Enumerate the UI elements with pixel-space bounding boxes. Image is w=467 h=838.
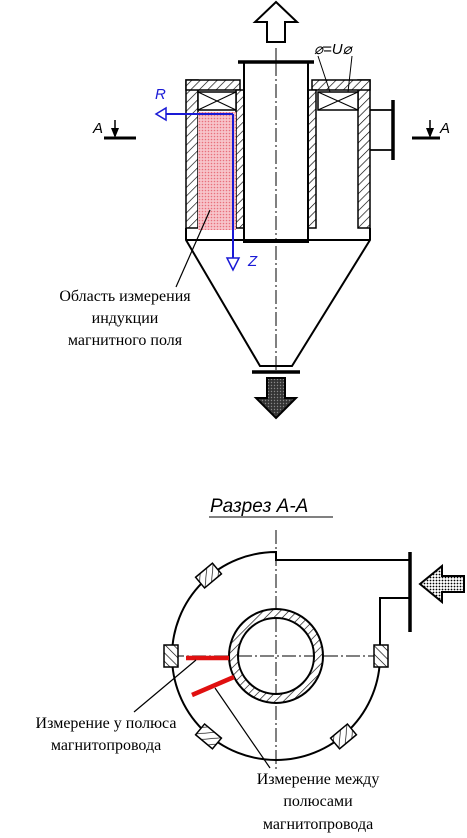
section-view: Разрез А-А [36, 496, 465, 833]
top-cover-right [311, 79, 371, 91]
left-outer-wall [185, 79, 199, 229]
between-caption: Измерение между полюсами магнитопровода [257, 771, 380, 833]
coordinate-axes: R Z [154, 86, 258, 272]
section-title: Разрез А-А [210, 496, 308, 517]
svg-text:Измерение у полюса: Измерение у полюса [36, 715, 177, 732]
inner-wall-right [307, 89, 317, 229]
top-cover-left [185, 79, 241, 91]
inflow-arrow [418, 563, 465, 605]
outflow-arrow-down [253, 377, 299, 420]
voltage-label: ⌀=U⌀ [314, 41, 354, 58]
section-marker-left: A [92, 120, 136, 140]
pole-bottom-right [329, 722, 358, 750]
region-leader [175, 209, 211, 288]
cyclone-elevation: ⌀=U⌀ R Z A [59, 0, 450, 420]
pole-top-left [194, 562, 223, 590]
axis-r-label: R [155, 86, 166, 103]
outflow-arrow-up [252, 0, 300, 43]
measurement-region [198, 112, 236, 230]
inner-wall-left [235, 89, 245, 229]
axis-z-label: Z [247, 253, 258, 270]
region-caption: Область измерения индукции магнитного по… [59, 288, 191, 349]
svg-text:индукции: индукции [92, 310, 159, 327]
cyclone-cone [185, 228, 371, 367]
coil-left [197, 91, 237, 111]
svg-text:магнитопровода: магнитопровода [263, 816, 373, 833]
svg-text:Измерение между: Измерение между [257, 771, 380, 788]
pole-bottom-left [194, 722, 223, 750]
svg-text:магнитного поля: магнитного поля [68, 332, 183, 349]
inlet-nozzle [370, 100, 395, 160]
pole-caption: Измерение у полюса магнитопровода [36, 715, 177, 754]
right-outer-wall [357, 79, 371, 229]
svg-text:A: A [92, 120, 103, 137]
svg-text:полюсами: полюсами [283, 793, 353, 810]
pole-right [373, 644, 389, 668]
svg-text:Область измерения: Область измерения [59, 288, 191, 305]
pole-left [163, 644, 179, 668]
svg-text:A: A [439, 120, 450, 137]
section-marker-right: A [412, 120, 450, 140]
measure-line-between [191, 674, 235, 698]
coil-right [317, 91, 359, 111]
svg-text:магнитопровода: магнитопровода [51, 737, 161, 754]
